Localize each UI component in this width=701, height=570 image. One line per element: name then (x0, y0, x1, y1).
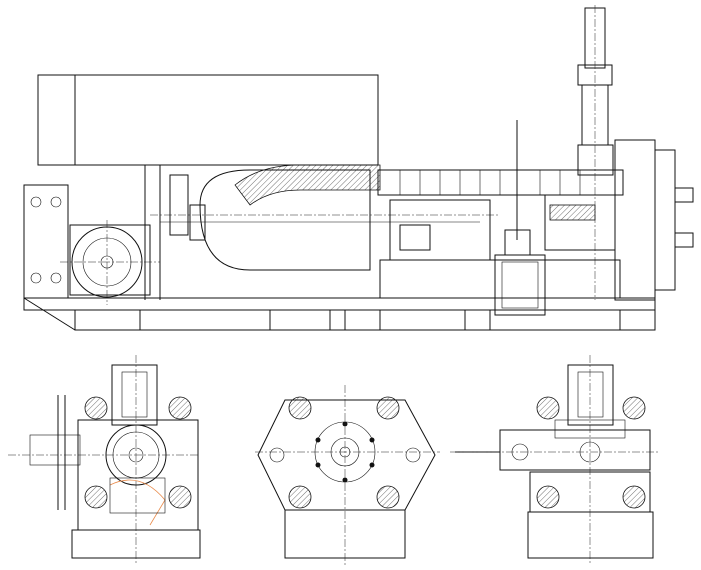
motor (60, 220, 160, 305)
end-view-left (8, 355, 201, 565)
main-cylinder (144, 164, 500, 300)
vertical-unit (577, 5, 614, 300)
end-view-right (450, 355, 660, 565)
base-frame (23, 259, 656, 331)
control-cabinet (37, 74, 379, 166)
barrel (377, 120, 624, 261)
head-block (494, 139, 694, 316)
left-end-plate (23, 184, 69, 299)
side-view (23, 5, 694, 331)
end-view-middle (255, 385, 440, 565)
